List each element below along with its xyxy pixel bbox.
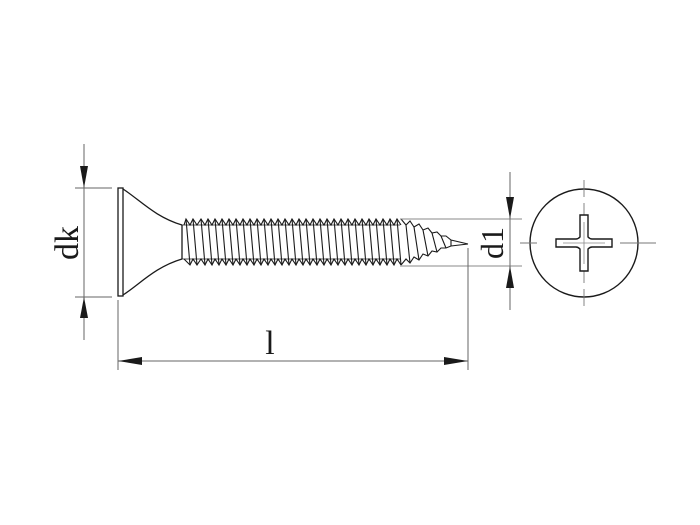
d1-label: d1 (474, 227, 510, 259)
thread (182, 217, 402, 267)
arrow-up-icon (506, 266, 514, 288)
arrow-left-icon (118, 357, 142, 365)
arrow-down-icon (80, 166, 88, 188)
phillips-head-end-view (520, 180, 656, 306)
arrow-right-icon (444, 357, 468, 365)
arrow-up-icon (80, 297, 88, 318)
dk-dimension: dk (49, 144, 112, 340)
dk-label: dk (49, 226, 86, 260)
length-dimension: l (117, 248, 469, 370)
screw-side-view (117, 187, 469, 297)
length-label: l (265, 325, 274, 362)
d1-dimension: d1 (400, 172, 522, 310)
screw-tip (400, 218, 469, 266)
arrow-down-icon (506, 197, 514, 219)
